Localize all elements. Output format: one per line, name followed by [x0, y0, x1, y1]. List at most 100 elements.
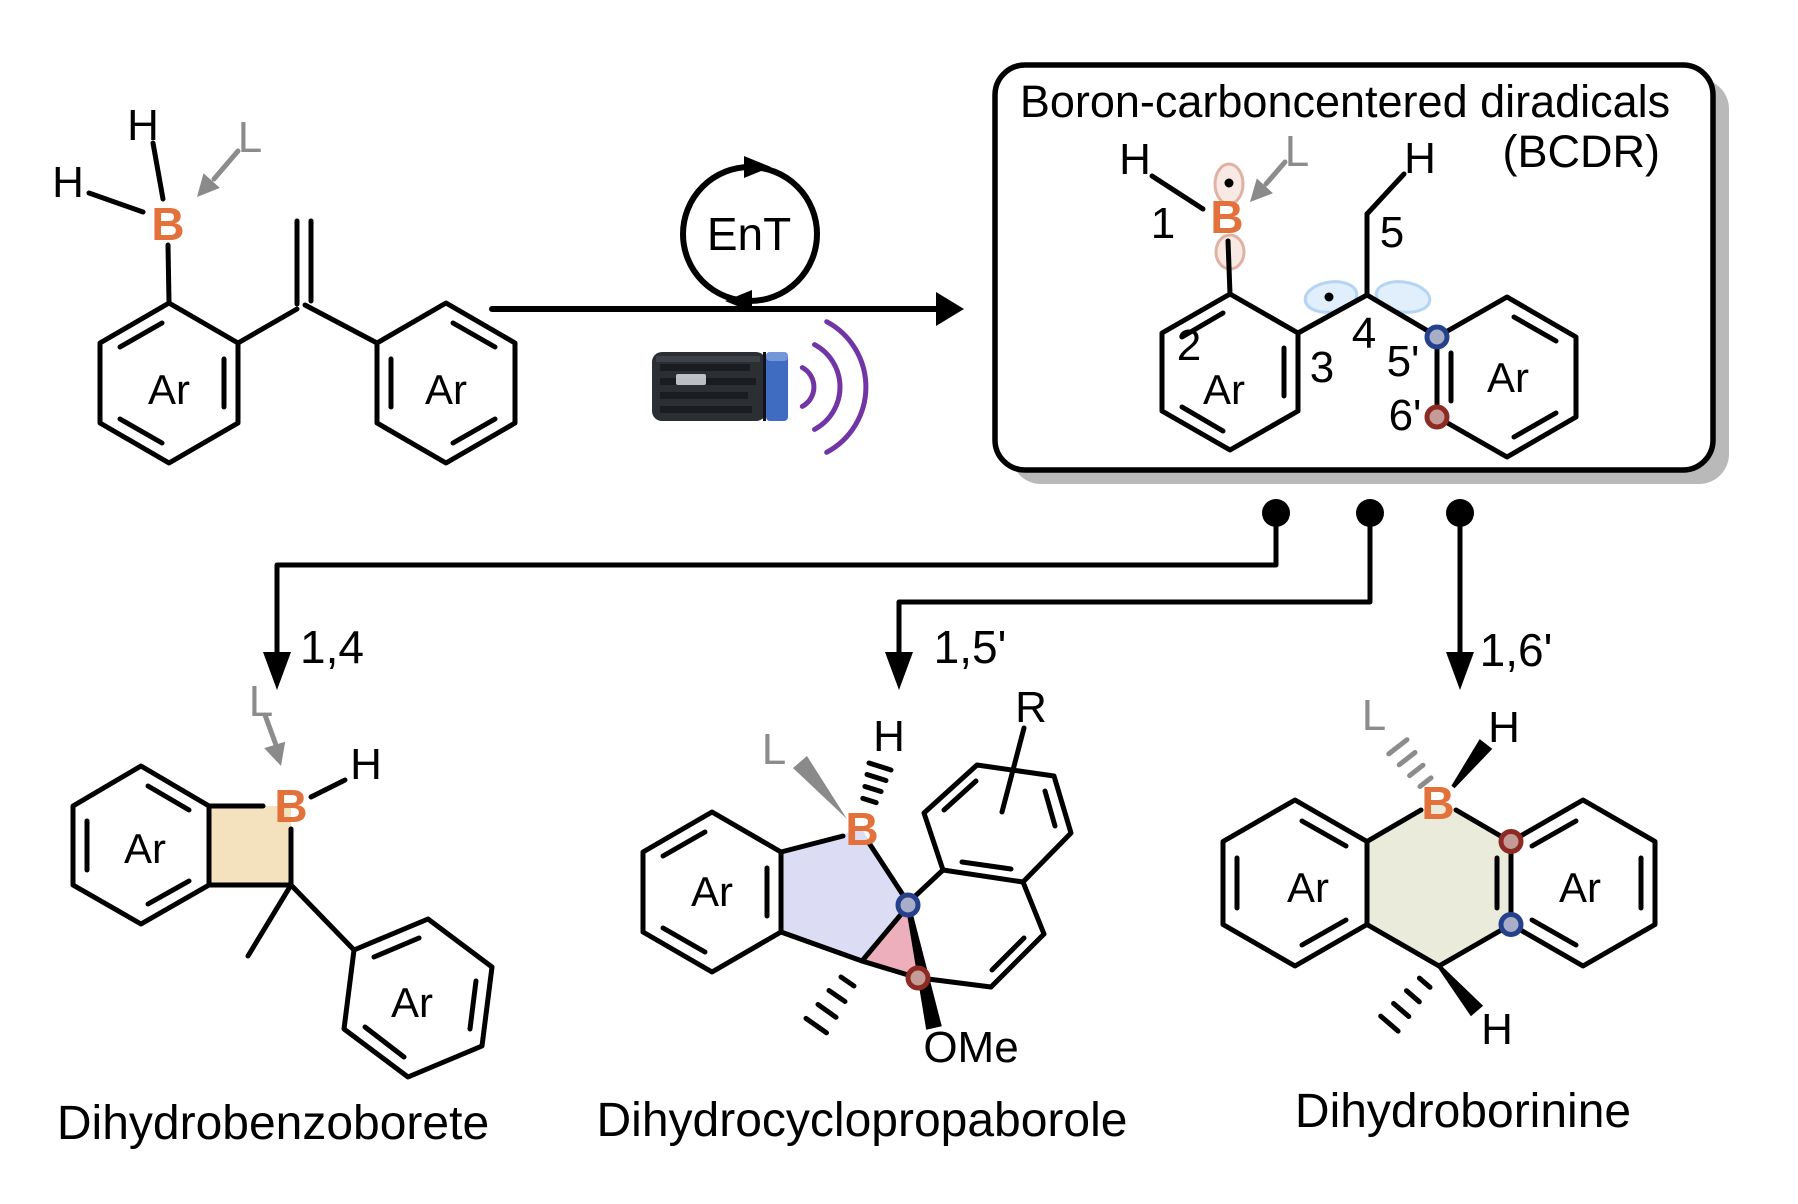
ligand-arrow-shaft — [211, 148, 241, 182]
hash-bond-methyl — [803, 974, 857, 1036]
aryl-label: Ar — [1559, 864, 1601, 911]
reaction-arrow-head-icon — [936, 292, 964, 326]
position-6p-dot — [1424, 404, 1450, 430]
cycle-arrowhead-icon — [744, 156, 771, 178]
aryl-label: Ar — [124, 825, 166, 872]
position-number: 5 — [1380, 208, 1404, 257]
lower-ring-bond — [988, 931, 1047, 990]
aromatic-inner-bond — [1529, 818, 1579, 849]
atom-label-h: H — [873, 712, 905, 761]
wedge-bond-h — [1451, 739, 1493, 789]
hash-bond-ligand — [1386, 737, 1434, 789]
aryl-label: Ar — [1287, 864, 1329, 911]
atom-label-h: H — [350, 740, 382, 789]
aromatic-inner-bond — [371, 935, 422, 960]
radical-dot — [1324, 292, 1334, 302]
led-lamp-icon — [652, 352, 788, 421]
aromatic-inner-bond — [1529, 917, 1579, 948]
aromatic-inner-bond — [1299, 917, 1349, 948]
lamp-fin — [660, 364, 750, 371]
ligand-label: L — [1285, 127, 1309, 176]
box-subtitle: (BCDR) — [1503, 126, 1660, 177]
lamp-band-highlight — [766, 352, 788, 361]
bond-r-variable — [999, 725, 1027, 815]
pathway-arrow-head-icon — [263, 652, 291, 690]
ligand-arrow-head-icon — [264, 741, 286, 766]
pathway-arrow-head-icon — [1446, 652, 1474, 690]
aryl-ring-fused — [70, 763, 212, 927]
lamp-band-edge — [763, 352, 766, 421]
aromatic-inner-bond — [145, 878, 192, 907]
product-name: Dihydrobenzoborete — [57, 1097, 489, 1150]
branch-dot — [1262, 499, 1290, 527]
product-dihydrocyclopropaborole: L H B R OMe Ar Dihydrocyclopropaborole — [597, 683, 1128, 1147]
pathway-label-1-6p: 1,6' — [1480, 624, 1553, 676]
aromatic-inner-bond — [362, 1024, 407, 1060]
box-frame — [992, 62, 1716, 473]
pathway-line-1-4 — [274, 524, 1279, 659]
bond-c-aryl — [288, 882, 357, 953]
lamp-logo — [676, 374, 706, 385]
pathway-connectors: 1,4 1,5' 1,6' — [263, 499, 1552, 690]
hash-bond-h — [860, 760, 894, 806]
lower-ring-bond — [1020, 879, 1047, 937]
aryl-label: Ar — [1487, 354, 1529, 401]
atom-label-boron: B — [845, 803, 878, 855]
position-number: 3 — [1310, 343, 1334, 392]
aromatic-inner-bond — [145, 783, 192, 813]
atom-label-boron: B — [274, 780, 307, 832]
bond-h-b — [86, 190, 146, 215]
product-dihydroborinine: L H B H Ar Ar Dihydroborinine — [1220, 691, 1658, 1138]
wedge-bond-h — [1437, 964, 1484, 1017]
product-dihydrobenzoborete: L H B Ar Ar Dihydrobenzoborete — [57, 677, 495, 1150]
aromatic-inner-bond — [1299, 818, 1349, 849]
atom-label-h: H — [127, 101, 159, 150]
ligand-wedge-bond — [793, 756, 847, 819]
atom-label-h: H — [1488, 703, 1520, 752]
aromatic-inner-bond — [1511, 410, 1559, 440]
atom-label-boron: B — [1421, 777, 1454, 829]
bond-c5-h — [1364, 171, 1407, 217]
position-5p-dot — [895, 892, 921, 918]
bond-b-aryl — [165, 242, 172, 305]
aromatic-inner-bond — [467, 978, 479, 1032]
bond-methyl — [245, 882, 294, 959]
bond-c4-c5p — [1364, 292, 1431, 334]
aromatic-inner-bond — [117, 416, 165, 446]
position-number: 2 — [1177, 321, 1201, 370]
bond-aryl-vinyl — [235, 306, 300, 346]
position-6p-dot — [905, 965, 931, 991]
bond-c3-c4 — [1295, 292, 1370, 336]
ligand-label: L — [249, 677, 273, 726]
alkene-inner-bond — [989, 935, 1027, 973]
aryl-label: Ar — [391, 979, 433, 1026]
position-number: 1 — [1151, 199, 1175, 248]
bond-c-aryl — [1364, 922, 1442, 969]
ligand-arrow-head-icon — [197, 173, 220, 197]
reaction-conditions: EnT — [489, 156, 964, 455]
hash-bond-methyl — [1378, 975, 1433, 1034]
ligand-label: L — [238, 113, 262, 162]
ent-label: EnT — [707, 208, 791, 260]
lower-ring-bond — [908, 867, 946, 903]
aromatic-inner-bond — [1511, 314, 1559, 344]
cyclopropane-fill — [862, 905, 918, 978]
position-number: 5' — [1387, 337, 1420, 386]
aromatic-inner-bond — [450, 416, 498, 446]
borete-ring-fill — [209, 806, 291, 885]
atom-label-h: H — [1481, 1005, 1513, 1054]
borole-ring-bond — [778, 929, 865, 964]
lower-ring-bond — [925, 976, 994, 990]
carbon-orbital-lobe — [1374, 280, 1432, 314]
pathway-arrow-head-icon — [885, 652, 913, 690]
ligand-arrow-head-icon — [1250, 178, 1273, 202]
aromatic-inner-bond — [941, 778, 979, 813]
ligand-arrow-shaft — [262, 712, 279, 748]
lamp-fin — [660, 406, 752, 413]
light-waves-icon — [799, 319, 869, 455]
branch-dot — [1446, 499, 1474, 527]
pathway-label-1-4: 1,4 — [300, 621, 364, 673]
atom-label-h: H — [52, 158, 84, 207]
atom-label-h: H — [1404, 134, 1436, 183]
lamp-blue-band — [766, 352, 788, 421]
